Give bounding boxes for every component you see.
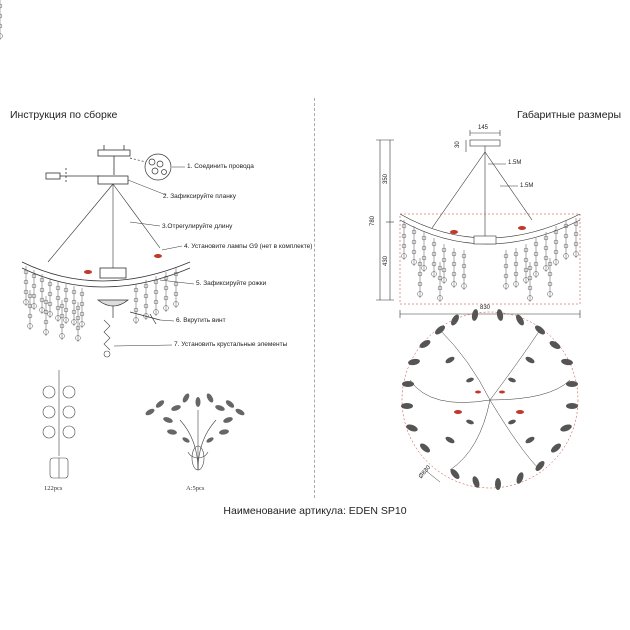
step-6-label: 6. Вкрутить винт [176, 317, 226, 324]
crystals-count: 122pcs [44, 485, 63, 492]
dim-canopy-height: 30 [455, 141, 461, 148]
crystal-chain-icon [103, 319, 111, 358]
ceiling-bracket-icon [97, 145, 131, 175]
assembly-header: Инструкция по сборке [10, 109, 118, 121]
arms-count: A:5pcs [186, 485, 205, 492]
canopy-icon [97, 175, 129, 185]
wire-connector-icon [129, 153, 172, 181]
suspension-cables [47, 183, 161, 268]
crystal-strand-icon [42, 370, 76, 479]
dim-upper-height: 350 [383, 173, 389, 184]
leaf-arm-icon [179, 410, 217, 471]
dimension-lamps [450, 226, 526, 234]
dim-cable-a: 1.5M [508, 160, 522, 166]
dimensions-header: Габаритные размеры [517, 109, 621, 121]
dimension-crystals [401, 217, 579, 303]
label-leaders [113, 166, 195, 347]
article-title: Наименование артикула: EDEN SP10 [223, 505, 407, 517]
dim-cable-b: 1.5M [520, 183, 534, 189]
screw-icon [129, 311, 161, 325]
section-divider [314, 98, 315, 498]
dim-lower-height: 430 [383, 255, 389, 266]
step-3-label: 3.Отрегулируйте длину [162, 223, 233, 230]
step-4-label: 4. Установите лампы G9 (нет в комплекте) [184, 243, 313, 250]
lamp-icons [84, 254, 162, 274]
step-7-label: 7. Установить крустальные элементы [174, 341, 288, 348]
frame-arc-icon [21, 261, 191, 288]
bowl-icon [97, 299, 129, 318]
leaf-arm-leaves [145, 393, 245, 443]
dim-total-height: 780 [370, 215, 376, 226]
dim-width: 830 [480, 305, 491, 311]
step-5-label: 5. Зафиксируйте рожки [196, 280, 267, 287]
step-1-label: 1. Соединить провода [187, 163, 254, 170]
dim-canopy-width: 145 [478, 125, 489, 131]
dimension-drawing [376, 130, 581, 318]
crystal-clusters [0, 0, 179, 343]
power-cable-icon [45, 168, 100, 184]
step-2-label: 2. Зафиксируйте планку [163, 193, 236, 200]
top-view-drawing [401, 309, 579, 490]
